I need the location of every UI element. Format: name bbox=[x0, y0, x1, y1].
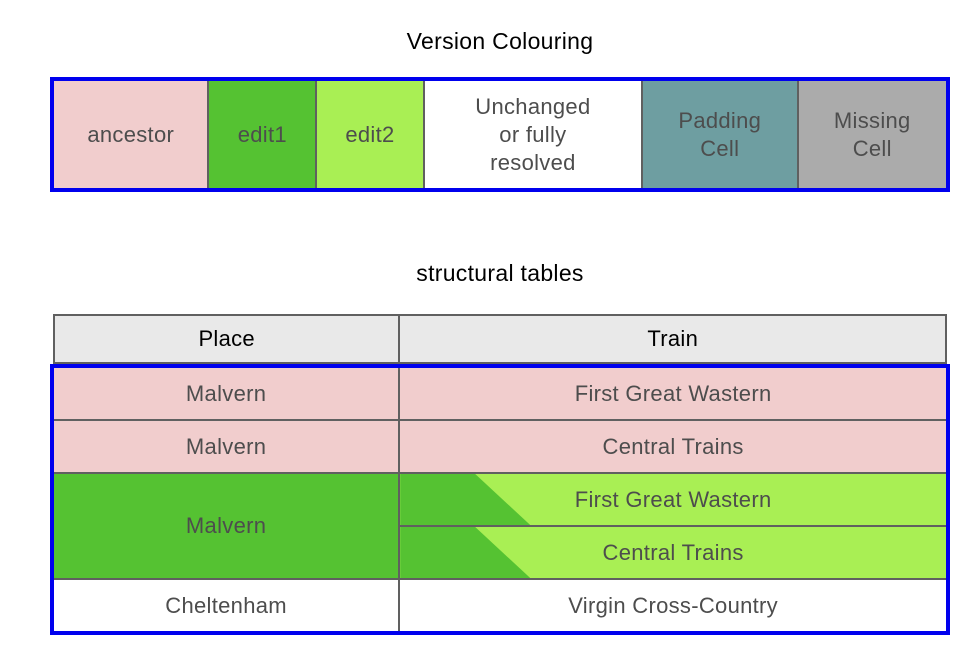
cell-text: Malvern bbox=[185, 513, 267, 538]
legend-cell-edit2: edit2 bbox=[317, 81, 423, 188]
legend-cell-missing: Missing Cell bbox=[798, 81, 947, 188]
legend-label-padding: Padding Cell bbox=[678, 107, 762, 161]
cell-place-row1: Malvern bbox=[54, 368, 399, 419]
cell-train-row2: Central Trains bbox=[400, 421, 946, 472]
cell-text: Cheltenham bbox=[165, 592, 287, 618]
cell-text: Central Trains bbox=[602, 433, 744, 459]
figure-canvas: Version Colouring ancestor edit1 edit2 U… bbox=[50, 26, 950, 635]
cell-text: Malvern bbox=[185, 433, 267, 459]
structural-table-header: Place Train bbox=[53, 314, 947, 364]
legend-table: ancestor edit1 edit2 Unchanged or fully … bbox=[50, 77, 950, 192]
structural-table-body: Malvern First Great Wastern Malvern Cent… bbox=[50, 364, 950, 635]
cell-text: First Great Wastern bbox=[574, 380, 772, 406]
cell-text: Malvern bbox=[185, 380, 267, 406]
cell-text: Central Trains bbox=[602, 539, 744, 565]
cell-place-merged: Malvern bbox=[54, 474, 399, 578]
cell-train-row1: First Great Wastern bbox=[400, 368, 946, 419]
header-cell-train: Train bbox=[400, 316, 945, 362]
legend-cell-padding: Padding Cell bbox=[643, 81, 797, 188]
structural-tables-title: structural tables bbox=[416, 260, 584, 286]
legend-label-missing: Missing Cell bbox=[833, 107, 911, 161]
legend-label-ancestor: ancestor bbox=[87, 121, 175, 147]
legend-cell-ancestor: ancestor bbox=[54, 81, 208, 188]
cell-text: First Great Wastern bbox=[574, 486, 772, 512]
cell-text: Virgin Cross-Country bbox=[568, 592, 778, 618]
cell-train-row4-wedge: Central Trains bbox=[400, 527, 946, 578]
cell-train-row3-wedge: First Great Wastern bbox=[400, 474, 946, 525]
legend-label-edit1: edit1 bbox=[237, 121, 287, 147]
legend-label-unchanged: Unchanged or fully resolved bbox=[475, 93, 591, 175]
cell-place-row5: Cheltenham bbox=[54, 580, 399, 631]
header-cell-place: Place bbox=[55, 316, 399, 362]
cell-train-row5: Virgin Cross-Country bbox=[400, 580, 946, 631]
version-colouring-title: Version Colouring bbox=[406, 28, 594, 54]
legend-cell-edit1: edit1 bbox=[209, 81, 316, 188]
cell-place-row2: Malvern bbox=[54, 421, 399, 472]
legend-label-edit2: edit2 bbox=[345, 121, 395, 147]
legend-cell-unchanged: Unchanged or fully resolved bbox=[424, 81, 642, 188]
